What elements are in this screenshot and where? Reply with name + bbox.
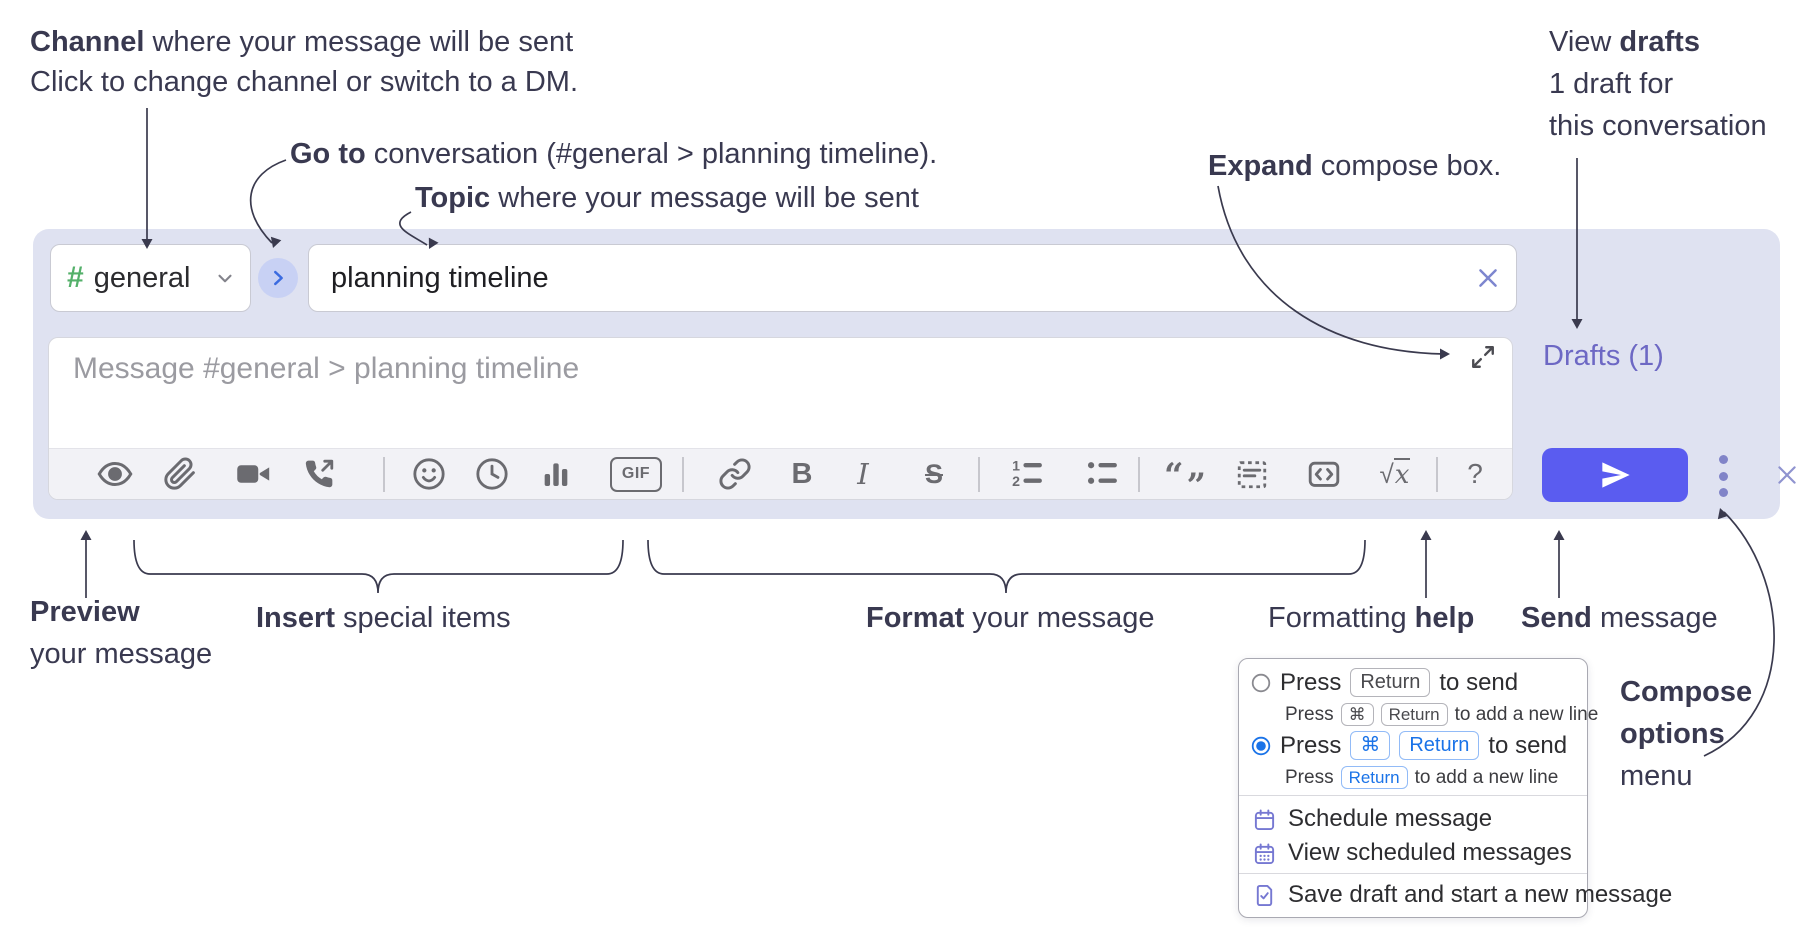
drafts-annotation-line3: this conversation — [1549, 110, 1767, 142]
return-key: Return — [1380, 703, 1448, 727]
gif-icon[interactable]: GIF — [609, 454, 663, 494]
numbered-list-icon[interactable]: 1 2 — [1007, 454, 1047, 494]
math-icon[interactable]: √x — [1379, 457, 1411, 490]
quote-icon[interactable]: “ ” — [1164, 456, 1206, 506]
toolbar-divider — [1138, 457, 1140, 492]
calendar-icon — [1254, 808, 1275, 830]
toolbar-divider — [978, 457, 980, 492]
return-key: Return — [1399, 731, 1480, 760]
send-button[interactable] — [1542, 448, 1688, 502]
strikethrough-icon[interactable]: S — [924, 458, 943, 489]
spoiler-icon[interactable] — [1232, 454, 1272, 494]
compose-options-icon[interactable] — [1712, 455, 1734, 497]
help-annotation: Formatting help — [1268, 602, 1475, 634]
radio-unselected-icon[interactable] — [1251, 673, 1271, 693]
preview-annotation: Preview — [30, 596, 140, 628]
toolbar-divider — [1436, 457, 1438, 492]
code-icon[interactable] — [1304, 454, 1344, 494]
send-annotation: Send message — [1521, 602, 1718, 634]
attach-file-icon[interactable] — [160, 454, 200, 494]
topic-input[interactable] — [309, 261, 1468, 295]
menu-item-view-scheduled-messages[interactable]: View scheduled messages — [1253, 839, 1572, 867]
radio-selected-icon[interactable] — [1251, 736, 1271, 756]
help-icon[interactable]: ? — [1467, 458, 1483, 489]
return-key: Return — [1340, 766, 1408, 790]
message-box: GIF B I S — [48, 337, 1513, 506]
link-icon[interactable] — [715, 454, 755, 494]
format-annotation: Format your message — [866, 602, 1155, 634]
time-icon[interactable] — [472, 454, 512, 494]
return-key: Return — [1350, 668, 1431, 697]
options-annotation-line2: options — [1620, 718, 1725, 750]
calendar-dots-icon — [1254, 842, 1275, 864]
send-option-cmd-return[interactable]: Press ⌘ Return to send — [1251, 731, 1567, 760]
italic-icon[interactable]: I — [857, 457, 869, 491]
toolbar-divider — [383, 457, 385, 492]
draft-check-icon — [1256, 884, 1273, 906]
options-annotation: Compose — [1620, 676, 1753, 708]
drafts-annotation-line2: 1 draft for — [1549, 68, 1674, 100]
bold-icon[interactable]: B — [791, 457, 813, 490]
preview-eye-icon[interactable] — [95, 454, 135, 494]
expand-compose-icon[interactable] — [1470, 344, 1496, 370]
clear-topic-icon[interactable] — [1468, 258, 1508, 298]
cmd-key: ⌘ — [1350, 731, 1391, 760]
channel-selector[interactable]: # general — [50, 244, 251, 312]
channel-hash-icon: # — [67, 261, 84, 294]
menu-item-save-draft[interactable]: Save draft and start a new message — [1253, 881, 1672, 909]
poll-icon[interactable] — [536, 454, 576, 494]
compose-box: # general — [33, 229, 1796, 519]
message-input[interactable] — [49, 338, 1512, 449]
channel-name: general — [93, 261, 191, 294]
compose-toolbar: GIF B I S — [49, 448, 1512, 506]
send-icon — [1602, 462, 1630, 488]
options-annotation-line3: menu — [1620, 760, 1693, 792]
menu-item-schedule-message[interactable]: Schedule message — [1253, 805, 1492, 833]
compose-options-menu: Press Return to send Press ⌘ Return to a… — [1238, 658, 1672, 918]
send-option-cmd-return-sub: Press Return to add a new line — [1285, 766, 1559, 790]
drafts-annotation: View drafts — [1549, 26, 1700, 58]
expand-annotation: Expand compose box. — [1208, 150, 1502, 182]
menu-divider — [1239, 873, 1587, 874]
go-to-conversation-button[interactable] — [258, 258, 298, 298]
insert-annotation: Insert special items — [256, 602, 511, 634]
preview-annotation-line2: your message — [30, 638, 213, 670]
insert-brace — [133, 539, 624, 594]
chevron-right-icon — [274, 270, 283, 286]
topic-annotation: Topic where your message will be sent — [415, 182, 919, 214]
audio-call-icon[interactable] — [299, 454, 339, 494]
svg-text:1: 1 — [1012, 459, 1020, 475]
format-brace — [647, 539, 1366, 594]
emoji-icon[interactable] — [409, 454, 449, 494]
close-compose-icon[interactable] — [1771, 459, 1803, 491]
menu-divider — [1239, 795, 1587, 796]
topic-input-box — [308, 244, 1517, 312]
channel-annotation: Channel where your message will be sent — [30, 26, 574, 58]
send-option-return[interactable]: Press Return to send — [1251, 668, 1518, 697]
svg-text:2: 2 — [1012, 474, 1020, 490]
video-call-icon[interactable] — [233, 454, 273, 494]
channel-annotation-line2: Click to change channel or switch to a D… — [30, 66, 579, 98]
goto-annotation: Go to conversation (#general > planning … — [290, 138, 938, 170]
drafts-link[interactable]: Drafts (1) — [1543, 340, 1664, 372]
toolbar-divider — [682, 457, 684, 492]
chevron-down-icon — [218, 274, 232, 283]
bulleted-list-icon[interactable] — [1082, 454, 1122, 494]
cmd-key: ⌘ — [1340, 703, 1374, 727]
send-option-return-sub: Press ⌘ Return to add a new line — [1285, 703, 1599, 727]
